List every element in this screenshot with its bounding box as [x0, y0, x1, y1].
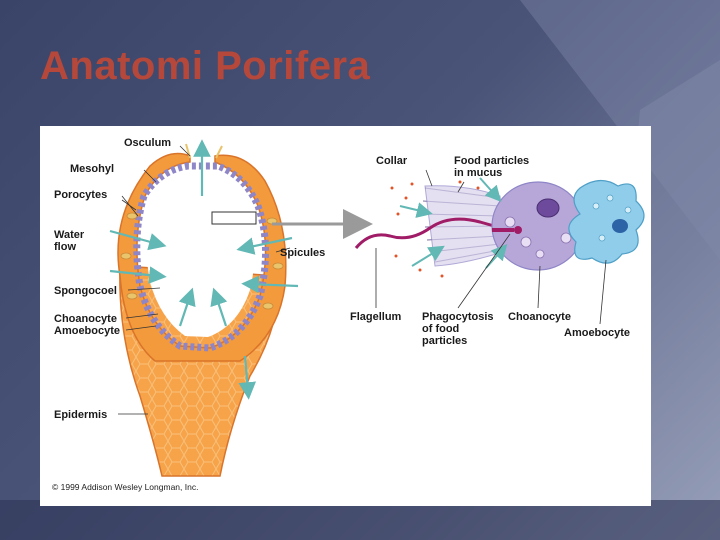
- label-osculum: Osculum: [124, 137, 171, 149]
- label-collar: Collar: [376, 155, 408, 167]
- label-phagocytosis-line1: Phagocytosis: [422, 311, 494, 323]
- label-flagellum: Flagellum: [350, 311, 402, 323]
- label-phagocytosis-line3: particles: [422, 335, 467, 347]
- label-spicules: Spicules: [280, 247, 325, 259]
- label-amoebocyte-left: Amoebocyte: [54, 325, 120, 337]
- slide-title: Anatomi Porifera: [40, 44, 370, 89]
- amoebocyte-nucleus: [612, 219, 628, 233]
- sponge-anatomy-diagram: Osculum Mesohyl Porocytes Water flow Spo…: [40, 126, 651, 506]
- sponge-body: [110, 144, 298, 476]
- sponge-anatomy-figure: Osculum Mesohyl Porocytes Water flow Spo…: [40, 126, 651, 506]
- figure-copyright: © 1999 Addison Wesley Longman, Inc.: [52, 482, 198, 492]
- label-water-flow-line2: flow: [54, 241, 76, 253]
- label-amoebocyte-right: Amoebocyte: [564, 327, 630, 339]
- label-choanocyte-left: Choanocyte: [54, 313, 117, 325]
- label-mesohyl: Mesohyl: [70, 163, 114, 175]
- label-porocytes: Porocytes: [54, 189, 107, 201]
- magnified-cells: [356, 178, 644, 278]
- label-phagocytosis-line2: of food: [422, 323, 459, 335]
- choanocyte-nucleus: [537, 199, 559, 217]
- label-choanocyte-right: Choanocyte: [508, 311, 571, 323]
- label-spongocoel: Spongocoel: [54, 285, 117, 297]
- magnify-callout: [212, 212, 256, 224]
- label-water-flow-line1: Water: [54, 229, 85, 241]
- label-epidermis: Epidermis: [54, 409, 107, 421]
- osculum-spicules: [186, 144, 222, 158]
- amoebocyte-cell: [569, 180, 644, 263]
- label-food-particles-line2: in mucus: [454, 167, 502, 179]
- label-food-particles-line1: Food particles: [454, 155, 529, 167]
